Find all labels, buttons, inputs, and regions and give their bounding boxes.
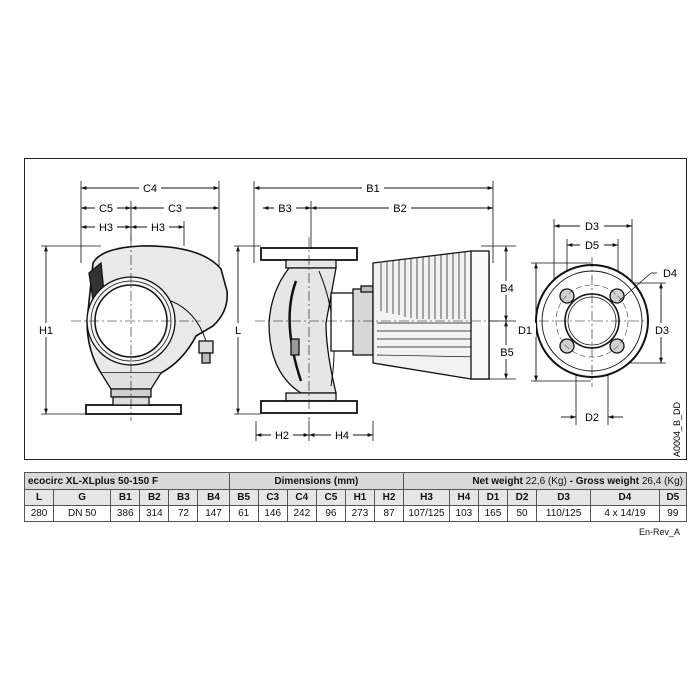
header-cell: H4 <box>448 489 479 506</box>
header-cell: D2 <box>507 489 538 506</box>
header-cell: B1 <box>110 489 141 506</box>
header-cell: B3 <box>168 489 199 506</box>
value-cell: 99 <box>658 505 688 522</box>
label-c3: C3 <box>168 203 182 215</box>
label-b5: B5 <box>500 347 513 359</box>
value-cell: 61 <box>228 505 259 522</box>
drawing-code: A0004_B_DD <box>672 401 682 457</box>
value-cell: 110/125 <box>536 505 592 522</box>
value-cell: 4 x 14/19 <box>590 505 660 522</box>
gross-weight-value: 26,4 (Kg) <box>641 475 683 487</box>
label-h3-left: H3 <box>99 222 113 234</box>
header-cell: D3 <box>536 489 592 506</box>
label-c5: C5 <box>99 203 113 215</box>
header-cell: C3 <box>257 489 288 506</box>
value-cell: DN 50 <box>53 505 112 522</box>
header-cell: B2 <box>139 489 170 506</box>
label-h3-right: H3 <box>151 222 165 234</box>
label-b1: B1 <box>366 183 379 195</box>
label-d1: D1 <box>518 325 532 337</box>
value-cell: 87 <box>373 505 405 522</box>
table-row: 280 DN 50 386 314 72 147 61 146 242 96 2… <box>23 505 688 522</box>
net-weight-value: 22,6 (Kg) <box>525 475 567 487</box>
header-cell: B4 <box>197 489 230 506</box>
label-d3-right: D3 <box>655 325 669 337</box>
net-weight-label: Net weight <box>472 475 523 487</box>
weight-info: Net weight 22,6 (Kg) - Gross weight 26,4… <box>403 472 687 490</box>
header-cell: D1 <box>477 489 509 506</box>
value-cell: 386 <box>110 505 141 522</box>
value-cell: 280 <box>23 505 55 522</box>
label-h4: H4 <box>335 430 349 442</box>
header-cell: H3 <box>403 489 450 506</box>
value-cell: 147 <box>197 505 230 522</box>
header-cell: B5 <box>228 489 259 506</box>
label-d5: D5 <box>585 240 599 252</box>
header-cell: L <box>23 489 55 506</box>
table-header-row: L G B1 B2 B3 B4 B5 C3 C4 C5 H1 H2 H3 H4 … <box>23 489 688 506</box>
label-c4: C4 <box>143 183 157 195</box>
header-cell: H1 <box>344 489 376 506</box>
value-cell: 242 <box>286 505 317 522</box>
dimensions-table: ecocirc XL-XLplus 50-150 F Dimensions (m… <box>23 472 688 522</box>
value-cell: 103 <box>448 505 479 522</box>
flange-view <box>531 219 666 425</box>
label-b2: B2 <box>393 203 406 215</box>
dimensions-title: Dimensions (mm) <box>228 472 405 490</box>
label-d3-top: D3 <box>585 221 599 233</box>
label-b3: B3 <box>278 203 291 215</box>
header-cell: D4 <box>590 489 660 506</box>
table-title-row: ecocirc XL-XLplus 50-150 F Dimensions (m… <box>24 472 687 490</box>
value-cell: 96 <box>315 505 346 522</box>
label-d2: D2 <box>585 412 599 424</box>
header-cell: C5 <box>315 489 346 506</box>
side-view-pump <box>41 181 229 421</box>
gross-weight-label: Gross weight <box>575 475 640 487</box>
value-cell: 314 <box>139 505 170 522</box>
header-cell: G <box>53 489 112 506</box>
label-b4: B4 <box>500 283 513 295</box>
label-h2: H2 <box>275 430 289 442</box>
front-view-pump <box>234 181 516 441</box>
value-cell: 146 <box>257 505 288 522</box>
value-cell: 273 <box>344 505 376 522</box>
value-cell: 72 <box>168 505 199 522</box>
model-name: ecocirc XL-XLplus 50-150 F <box>24 472 230 490</box>
label-h1: H1 <box>39 325 53 337</box>
value-cell: 165 <box>477 505 509 522</box>
header-cell: H2 <box>373 489 405 506</box>
value-cell: 107/125 <box>403 505 450 522</box>
label-l: L <box>235 325 241 337</box>
header-cell: C4 <box>286 489 317 506</box>
value-cell: 50 <box>507 505 538 522</box>
weight-separator: - <box>569 475 573 487</box>
revision-label: En-Rev_A <box>638 527 680 537</box>
header-cell: D5 <box>658 489 688 506</box>
label-d4: D4 <box>663 268 677 280</box>
drawing-frame: C4 C5 C3 H3 H3 H1 <box>24 158 687 460</box>
technical-drawing: C4 C5 C3 H3 H3 H1 <box>35 181 682 457</box>
